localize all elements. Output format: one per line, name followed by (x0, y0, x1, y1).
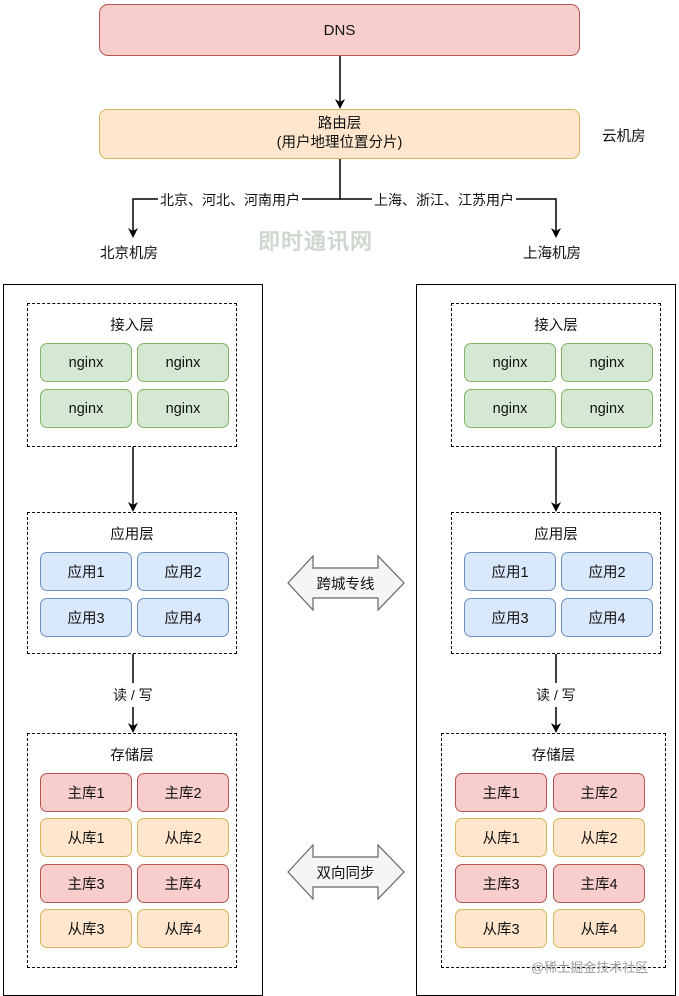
right-route-label: 上海、浙江、江苏用户 (372, 190, 516, 210)
cross-city-label: 跨城专线 (316, 576, 375, 593)
right-nginx-1: nginx (464, 343, 556, 382)
left-app-4: 应用4 (137, 598, 229, 637)
left-app-title: 应用层 (110, 527, 154, 543)
left-master-3: 主库3 (40, 864, 132, 903)
dns-label: DNS (323, 21, 356, 39)
left-app-2: 应用2 (137, 552, 229, 591)
right-app-layer: 应用层 应用1 应用2 应用3 应用4 (451, 512, 661, 654)
right-slave-4: 从库4 (553, 909, 645, 948)
left-master-4: 主库4 (137, 864, 229, 903)
left-slave-2: 从库2 (137, 818, 229, 857)
left-nginx-3: nginx (40, 389, 132, 428)
left-nginx-4: nginx (137, 389, 229, 428)
right-slave-2: 从库2 (553, 818, 645, 857)
right-master-1: 主库1 (455, 773, 547, 812)
routing-layer-subtitle: (用户地理位置分片) (276, 135, 403, 151)
right-storage-title: 存储层 (531, 748, 576, 764)
left-storage-layer: 存储层 主库1 主库2 从库1 从库2 主库3 主库4 从库3 从库4 (27, 733, 237, 968)
right-rw-label: 读 / 写 (533, 683, 579, 707)
left-slave-3: 从库3 (40, 909, 132, 948)
left-app-1: 应用1 (40, 552, 132, 591)
right-app-4: 应用4 (561, 598, 653, 637)
beijing-room-label: 北京机房 (100, 246, 158, 262)
watermark-bottom: @稀土掘金技术社区 (531, 960, 649, 975)
right-app-title: 应用层 (534, 527, 578, 543)
left-app-3: 应用3 (40, 598, 132, 637)
watermark-logo: 即时通讯网 (258, 229, 374, 254)
right-access-layer: 接入层 nginx nginx nginx nginx (451, 303, 661, 447)
right-nginx-4: nginx (561, 389, 653, 428)
routing-layer-title: 路由层 (317, 116, 362, 132)
dns-box: DNS (99, 4, 580, 56)
left-app-layer: 应用层 应用1 应用2 应用3 应用4 (27, 512, 237, 654)
right-slave-1: 从库1 (455, 818, 547, 857)
sync-label: 双向同步 (316, 865, 375, 882)
right-app-3: 应用3 (464, 598, 556, 637)
right-master-4: 主库4 (553, 864, 645, 903)
left-route-label: 北京、河北、河南用户 (158, 190, 302, 210)
right-master-3: 主库3 (455, 864, 547, 903)
shanghai-room-label: 上海机房 (523, 246, 581, 262)
left-master-2: 主库2 (137, 773, 229, 812)
right-app-1: 应用1 (464, 552, 556, 591)
left-rw-label: 读 / 写 (110, 683, 156, 707)
left-nginx-1: nginx (40, 343, 132, 382)
left-master-1: 主库1 (40, 773, 132, 812)
right-nginx-2: nginx (561, 343, 653, 382)
left-access-layer: 接入层 nginx nginx nginx nginx (27, 303, 237, 447)
left-slave-4: 从库4 (137, 909, 229, 948)
right-nginx-3: nginx (464, 389, 556, 428)
left-slave-1: 从库1 (40, 818, 132, 857)
right-app-2: 应用2 (561, 552, 653, 591)
left-nginx-2: nginx (137, 343, 229, 382)
right-master-2: 主库2 (553, 773, 645, 812)
right-slave-3: 从库3 (455, 909, 547, 948)
right-access-title: 接入层 (534, 318, 578, 334)
routing-layer-box: 路由层 (用户地理位置分片) (99, 109, 580, 159)
left-access-title: 接入层 (110, 318, 154, 334)
cloud-room-label: 云机房 (602, 129, 646, 145)
left-storage-title: 存储层 (110, 748, 154, 764)
right-storage-layer: 存储层 主库1 主库2 从库1 从库2 主库3 主库4 从库3 从库4 (441, 733, 666, 968)
